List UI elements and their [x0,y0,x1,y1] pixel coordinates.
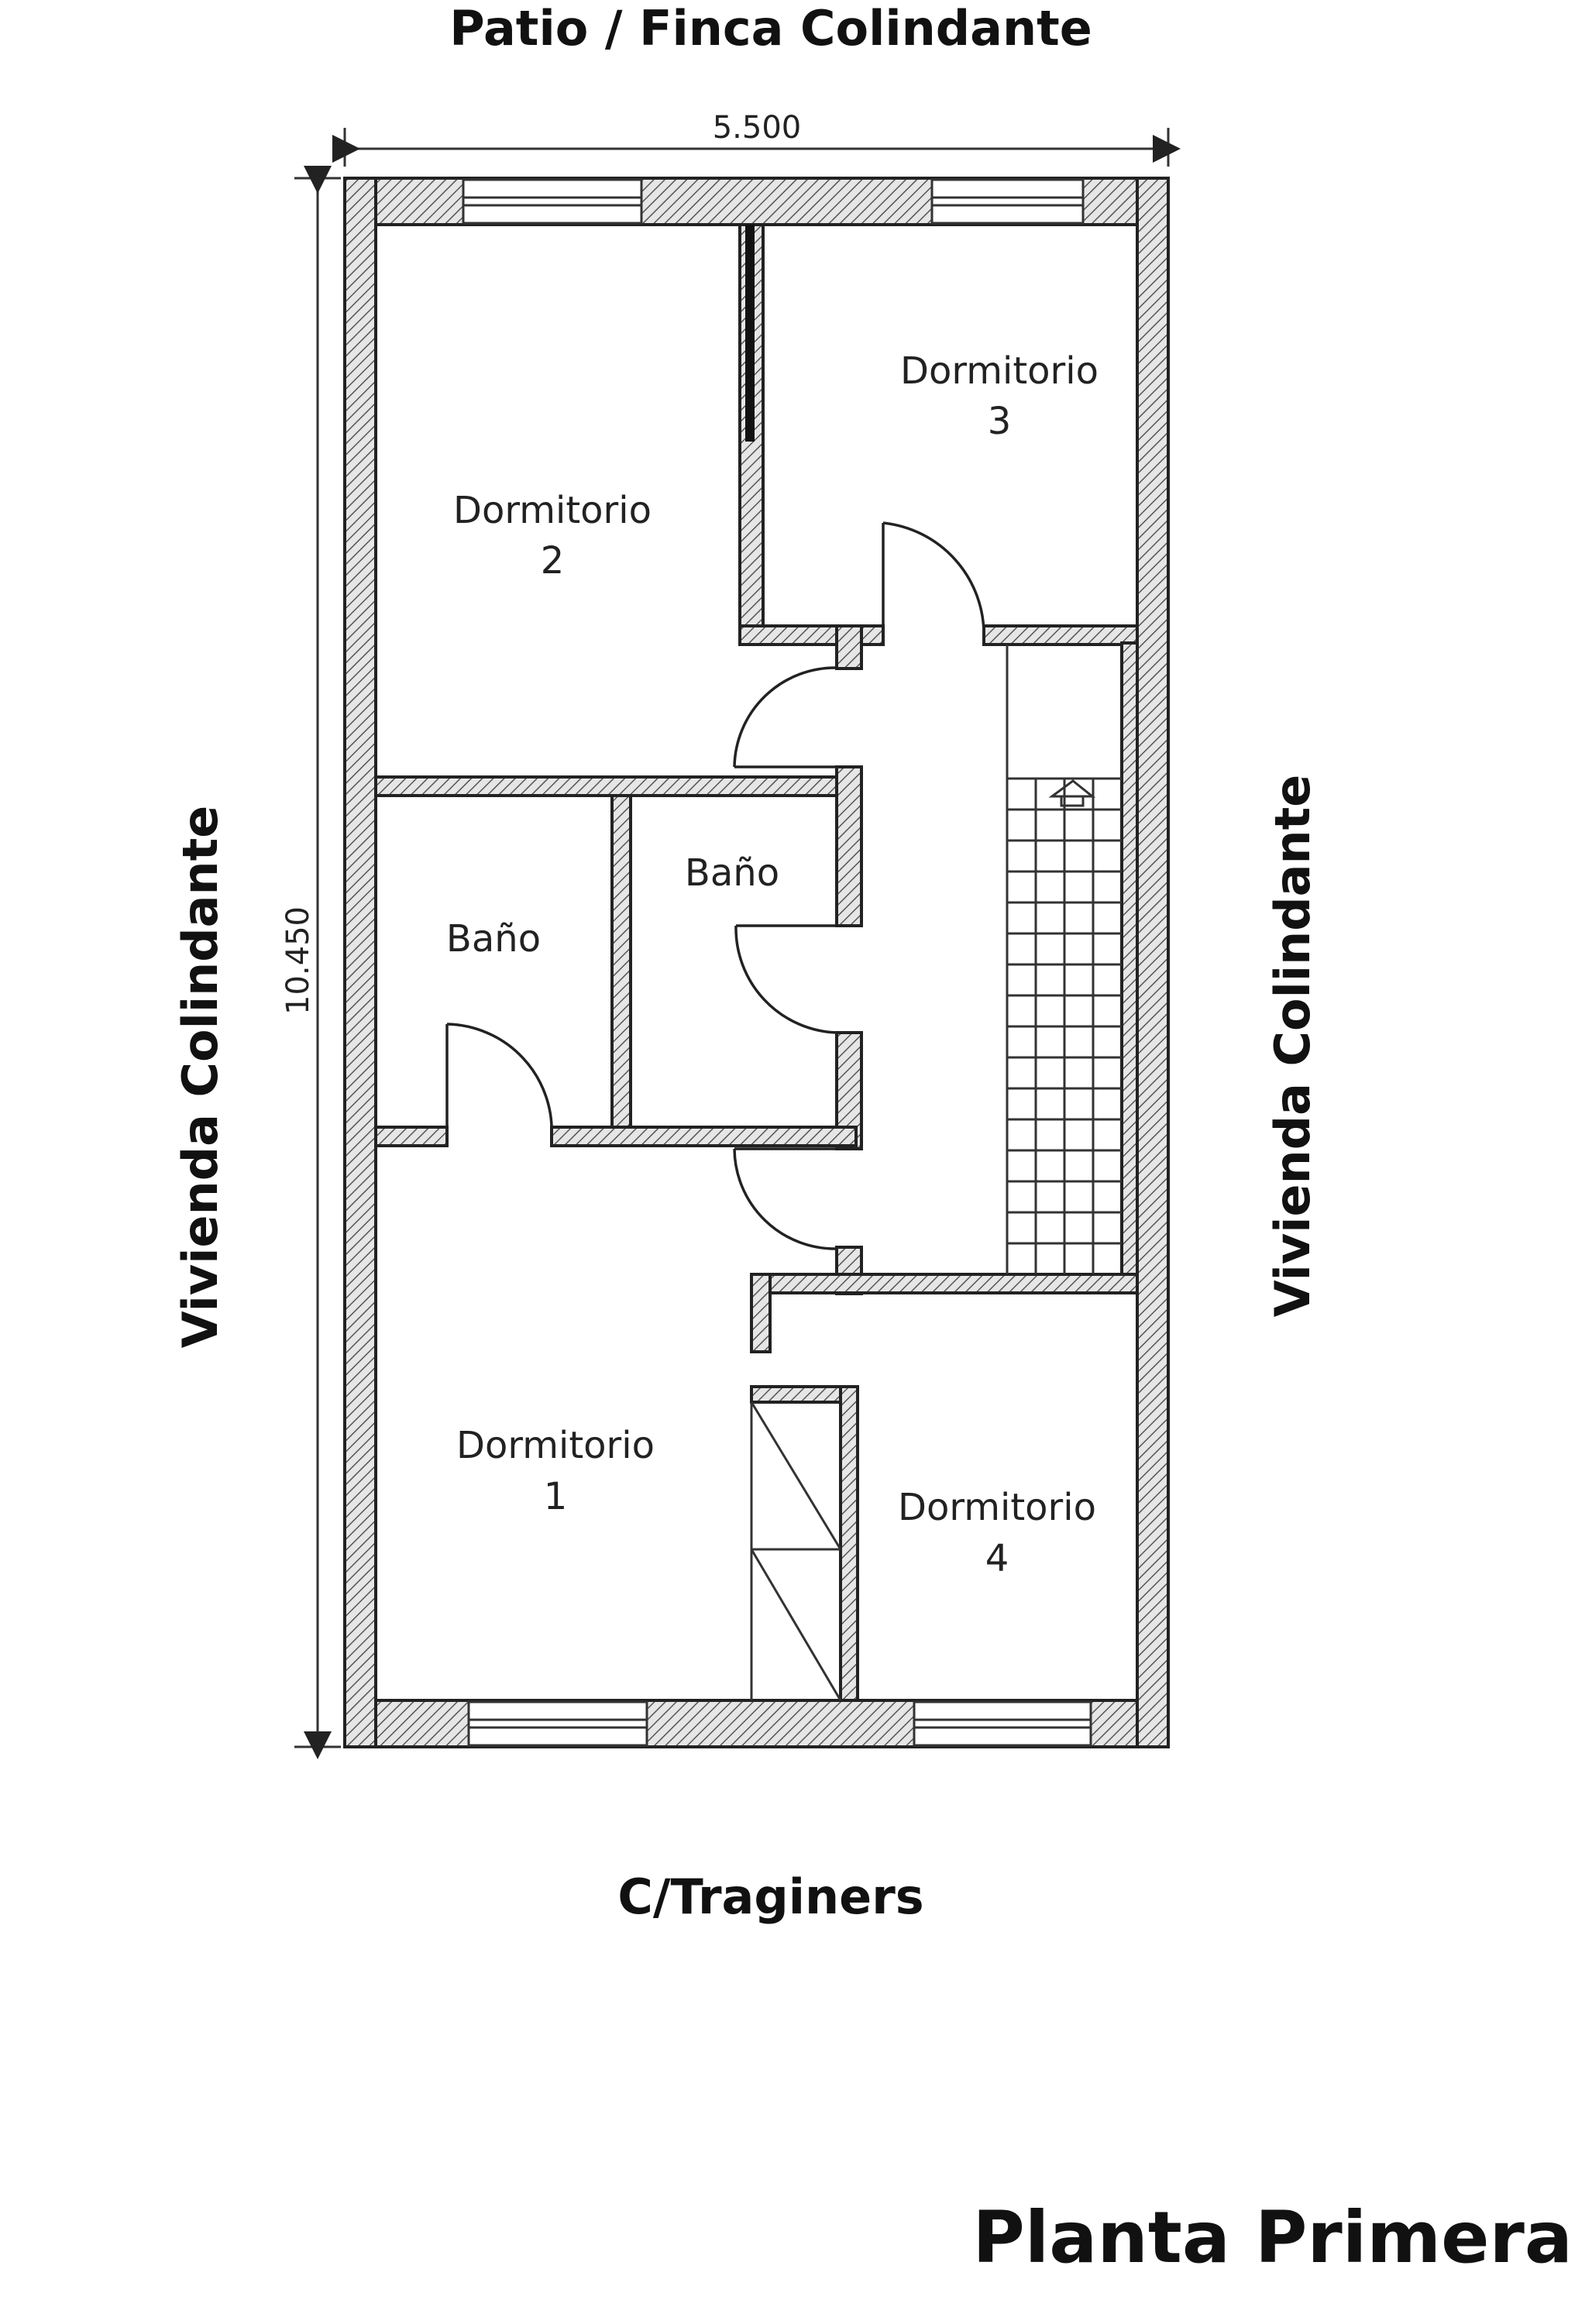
room-bano-left: Baño [446,917,541,961]
doors [445,521,985,1250]
width-dimension-label: 5.500 [713,110,802,146]
room-number: 2 [541,539,565,583]
height-dimension-label: 10.450 [280,906,316,1015]
bottom-windows [467,1700,1092,1747]
room-dormitorio-3: Dormitorio 3 [900,349,1099,443]
room-label: Dormitorio [900,349,1099,393]
top-boundary-label: Patio / Finca Colindante [449,0,1092,57]
plan-title: Planta Primera [972,2196,1573,2279]
room-number: 4 [985,1537,1009,1580]
width-dimension: 5.500 [332,110,1181,167]
room-label: Baño [685,851,779,895]
bottom-boundary-label: C/Traginers [617,1868,923,1925]
room-label: Dormitorio [456,1424,655,1467]
right-boundary-label: Vivienda Colindante [1264,775,1321,1318]
height-dimension: 10.450 [280,166,341,1759]
room-label: Dormitorio [898,1486,1096,1529]
staircase [1006,645,1122,1274]
room-dormitorio-2: Dormitorio 2 [453,489,652,583]
room-number: 3 [988,400,1012,443]
left-boundary-label: Vivienda Colindante [172,806,229,1349]
room-label: Dormitorio [453,489,652,532]
room-bano-center: Baño [685,851,779,895]
room-dormitorio-4: Dormitorio 4 [898,1486,1096,1580]
top-windows [462,178,1085,225]
room-number: 1 [544,1475,568,1518]
wardrobe-dorm3 [745,225,755,442]
interior-walls [374,223,1139,1702]
room-dormitorio-1: Dormitorio 1 [456,1424,655,1518]
closet-dorm1 [750,1401,842,1701]
room-label: Baño [446,917,541,961]
